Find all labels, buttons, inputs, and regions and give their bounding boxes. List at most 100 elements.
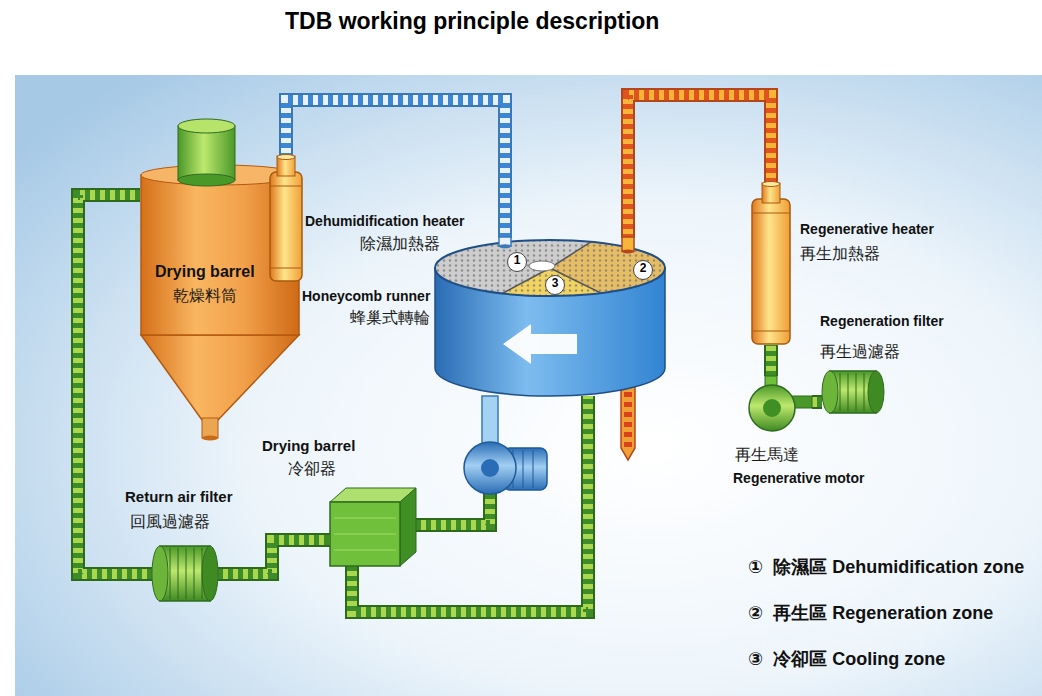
motor-scroll <box>749 385 795 431</box>
pipe-core <box>286 100 505 238</box>
zone-number: 3 <box>545 275 565 295</box>
part-shape <box>270 156 302 282</box>
part-shape <box>330 488 416 566</box>
legend-key: ③ <box>748 648 763 670</box>
cooler-fin <box>334 518 396 519</box>
runner-zones <box>435 236 670 300</box>
pipe-stripes <box>628 95 771 238</box>
dehumidification-blower <box>464 396 547 494</box>
honeycomb-texture <box>435 238 665 298</box>
regenerative-motor: 再生馬達Regenerative motor <box>745 376 812 432</box>
pipe <box>286 100 505 238</box>
exhaust-pipe <box>621 380 635 460</box>
filter-end <box>868 371 884 413</box>
part-label: Dehumidification heater <box>305 213 464 229</box>
filter-end <box>202 546 218 601</box>
part-label-zh: 乾燥料筒 <box>173 286 237 307</box>
blower-rib <box>533 450 534 488</box>
blower-rib <box>523 450 524 488</box>
legend-item: ③ 冷卻區 Cooling zone <box>748 647 945 671</box>
heater-ring <box>753 331 789 332</box>
loader-base <box>178 174 235 186</box>
loader-cap <box>178 126 235 180</box>
part-label-zh: 再生馬達 <box>735 445 799 466</box>
filter-end <box>822 371 838 413</box>
part-label: Return air filter <box>125 488 233 505</box>
cooler-side <box>400 488 416 566</box>
cooler-front <box>330 502 400 566</box>
part-label: Regenerative motor <box>733 470 864 486</box>
pipe <box>628 95 771 238</box>
part-label: Drying barrel <box>262 437 355 454</box>
loader-top <box>178 119 235 133</box>
runner-hub <box>529 261 555 271</box>
part-label: Regeneration filter <box>820 313 944 329</box>
pipe-inlet-end <box>622 249 634 253</box>
part-label-zh: 回風過濾器 <box>130 512 210 533</box>
heater-ring <box>753 213 789 214</box>
legend-text: 除濕區 Dehumidification zone <box>773 555 1024 579</box>
pipe-core <box>766 345 776 376</box>
dehumidification-heater: Dehumidification heater除濕加熱器 <box>270 156 302 282</box>
motor-hub <box>763 399 781 417</box>
filter-rib <box>178 548 179 599</box>
pipe-core <box>218 540 330 574</box>
heater-cap-top <box>762 182 780 187</box>
blower-duct <box>482 396 498 448</box>
heater-body <box>752 199 790 344</box>
honeycomb-runner: Honeycomb runner蜂巢式轉輪123 <box>435 238 665 396</box>
part-label: Honeycomb runner <box>302 288 430 304</box>
pipe-stripes <box>286 100 505 238</box>
panel-ground <box>15 75 1042 696</box>
barrel-spout-end <box>202 436 218 441</box>
pipe <box>218 540 330 574</box>
legend-text: 冷卻區 Cooling zone <box>773 647 945 671</box>
cooler: Drying barrel冷卻器 <box>330 488 416 566</box>
pipe-wall <box>764 345 778 376</box>
regeneration-filter: Regeneration filter再生過濾器 <box>822 370 884 414</box>
heater-body <box>270 172 302 281</box>
pipe-core <box>628 95 771 238</box>
pipe-stripes <box>812 397 822 407</box>
filter-rib <box>186 548 187 599</box>
pipe-stripes <box>766 345 776 376</box>
part-shape <box>435 238 665 396</box>
pipe-wall <box>218 540 330 574</box>
filter-rib <box>170 548 171 599</box>
pipe <box>812 402 822 403</box>
cooler-fin <box>334 550 396 551</box>
heater-ring <box>271 186 301 187</box>
legend-key: ② <box>748 602 763 624</box>
part-label-zh: 再生加熱器 <box>800 244 880 265</box>
heater-cap-top <box>277 155 295 160</box>
part-label: Drying barrel <box>155 263 255 281</box>
part-shape <box>745 376 812 432</box>
return-air-filter: Return air filter回風過濾器 <box>152 545 218 602</box>
blower-scroll <box>464 442 516 494</box>
exhaust-body <box>621 380 635 460</box>
zone-number: 2 <box>633 260 653 280</box>
filter-rib <box>848 373 849 411</box>
barrel-cone <box>141 335 299 420</box>
legend-item: ①除濕區 Dehumidification zone <box>748 555 1024 579</box>
part-label-zh: 除濕加熱器 <box>360 234 440 255</box>
barrel-spout <box>202 418 218 438</box>
pipe <box>771 345 772 376</box>
pipe-wall <box>628 95 771 238</box>
title: TDB working principle description <box>285 8 659 35</box>
pipe-wall <box>812 395 822 409</box>
rotation-arrow <box>503 324 577 364</box>
part-label-zh: 冷卻器 <box>288 459 336 480</box>
part-label-zh: 再生過濾器 <box>820 342 900 363</box>
part-shape <box>152 545 218 602</box>
exhaust-stripes <box>624 382 632 450</box>
pipe-inlet <box>622 237 634 251</box>
regenerative-heater: Regenerative heater再生加熱器 <box>752 183 790 345</box>
legend-text: 再生區 Regeneration zone <box>773 601 993 625</box>
part-shape <box>822 370 884 414</box>
filter-rib <box>840 373 841 411</box>
pipe-core <box>812 397 822 407</box>
